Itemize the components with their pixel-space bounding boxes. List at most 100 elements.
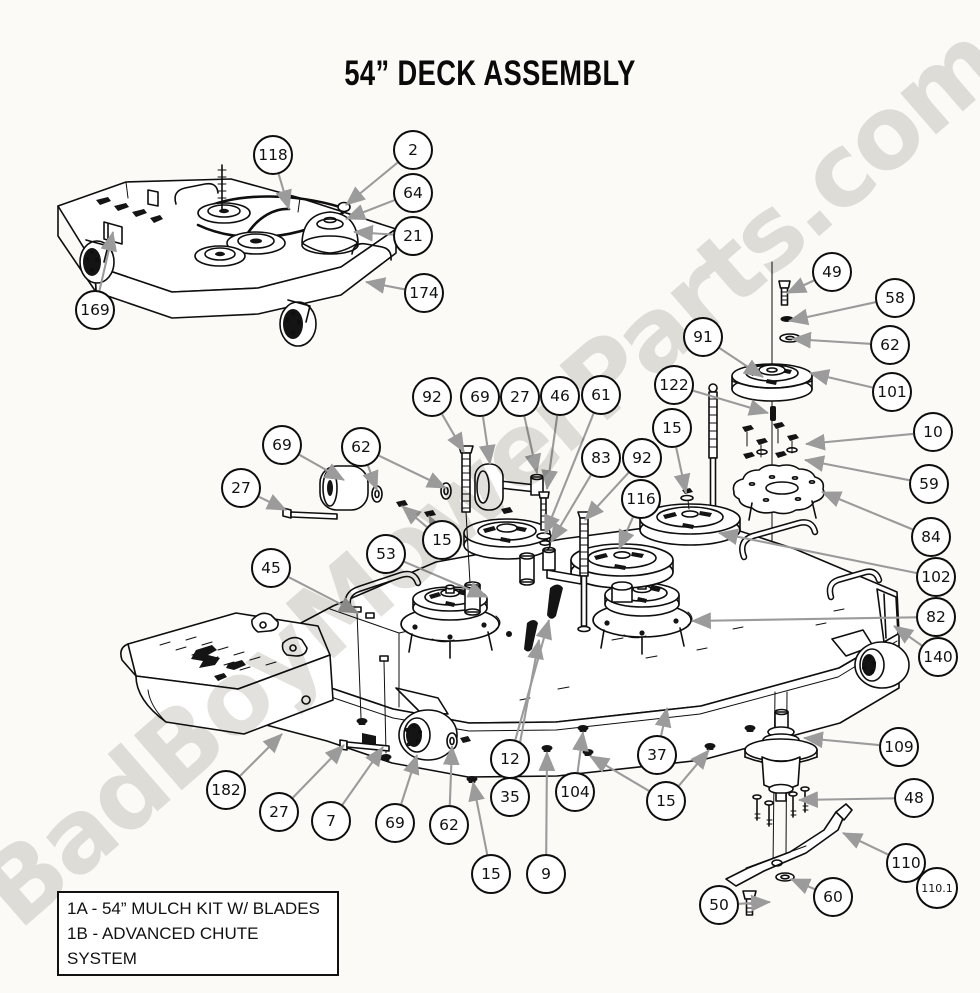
leader-arrow-69: [400, 754, 420, 805]
leader-arrow-15: [673, 447, 691, 495]
callout-122: 122: [654, 365, 694, 405]
callout-53: 53: [366, 534, 406, 574]
callout-59: 59: [909, 464, 949, 504]
leader-arrow-140: [893, 625, 923, 647]
callout-110.1: 110.1: [916, 867, 958, 909]
leader-arrow-9: [538, 750, 556, 855]
callout-69: 69: [460, 377, 500, 417]
deck-pulley-drawing: [570, 543, 674, 603]
leader-arrow-2: [345, 161, 399, 206]
callout-7: 7: [311, 801, 351, 841]
leader-arrow-15: [678, 749, 710, 787]
main-deck-drawing: [246, 445, 910, 867]
callout-50: 50: [699, 885, 739, 925]
leader-arrow-53: [403, 560, 488, 598]
leader-arrow-169: [98, 230, 117, 291]
callout-2: 2: [393, 130, 433, 170]
leader-arrow-27: [258, 494, 287, 511]
leader-arrow-7: [341, 746, 384, 806]
leader-arrow-59: [803, 455, 910, 482]
leader-arrow-102: [717, 528, 917, 575]
callout-46: 46: [540, 376, 580, 416]
callout-48: 48: [894, 778, 934, 818]
leader-arrow-110: [842, 832, 889, 856]
legend-box: 1A - 54” MULCH KIT W/ BLADES 1B - ADVANC…: [57, 891, 339, 976]
callout-58: 58: [875, 278, 915, 318]
leader-arrow-174: [364, 277, 405, 294]
callout-37: 37: [637, 735, 677, 775]
leader-arrow-69: [298, 453, 345, 481]
callout-60: 60: [813, 877, 853, 917]
leader-arrow-62: [442, 744, 460, 806]
leader-arrow-15: [468, 780, 489, 855]
leader-arrow-116: [618, 516, 635, 550]
callout-182: 182: [206, 770, 246, 810]
callout-104: 104: [555, 772, 595, 812]
callout-15: 15: [652, 408, 692, 448]
callout-62-2: 62: [341, 427, 381, 467]
leader-arrow-58: [787, 301, 876, 326]
leader-arrow-49: [786, 277, 815, 294]
leader-arrow-82: [690, 612, 917, 630]
callout-21: 21: [393, 216, 433, 256]
leader-arrow-27: [292, 744, 345, 799]
callout-27: 27: [500, 377, 540, 417]
leader-arrow-62: [378, 454, 447, 489]
leader-arrow-109: [802, 731, 880, 749]
leader-arrow-92: [584, 471, 630, 521]
callout-45: 45: [251, 548, 291, 588]
callout-92: 92: [412, 377, 452, 417]
callout-102: 102: [916, 557, 956, 597]
leader-arrow-48: [797, 791, 895, 809]
callout-62-3: 62: [429, 805, 469, 845]
leader-arrow-46: [541, 415, 559, 491]
callout-83: 83: [581, 438, 621, 478]
callout-27-3: 27: [259, 792, 299, 832]
callout-62: 62: [870, 325, 910, 365]
callout-15-3: 15: [646, 781, 686, 821]
leader-arrow-83: [550, 474, 592, 543]
leader-arrow-62: [362, 465, 379, 491]
page-title: 54” DECK ASSEMBLY: [344, 54, 636, 93]
leader-arrow-21: [352, 224, 394, 242]
callout-69-3: 69: [375, 803, 415, 843]
callout-27-2: 27: [221, 468, 261, 508]
leader-arrow-45: [288, 576, 359, 614]
callout-64: 64: [393, 173, 433, 213]
leader-arrow-10: [804, 432, 914, 451]
callout-15-2: 15: [422, 520, 462, 560]
callout-84: 84: [911, 517, 951, 557]
leader-arrow-15: [401, 505, 428, 528]
leader-arrow-92: [441, 413, 465, 453]
leader-arrow-122: [692, 389, 770, 416]
callout-35: 35: [490, 777, 530, 817]
legend-line-chute-system: 1B - ADVANCED CHUTE SYSTEM: [67, 924, 259, 968]
callout-12: 12: [490, 739, 530, 779]
blade-spindle-drawing: [725, 708, 853, 916]
callout-15-4: 15: [471, 854, 511, 894]
callout-91: 91: [683, 317, 723, 357]
callout-49: 49: [812, 252, 852, 292]
callout-116: 116: [621, 479, 661, 519]
callout-92-2: 92: [622, 438, 662, 478]
callout-61: 61: [581, 375, 621, 415]
callout-174: 174: [404, 273, 444, 313]
callout-110: 110: [886, 843, 926, 883]
leader-arrow-64: [345, 199, 395, 220]
leader-arrow-91: [719, 347, 764, 378]
leader-arrow-101: [808, 369, 873, 389]
leader-arrow-27: [523, 416, 542, 475]
callout-109: 109: [879, 727, 919, 767]
callout-169: 169: [75, 290, 115, 330]
blade-drawing: [725, 803, 853, 887]
callout-101: 101: [872, 372, 912, 412]
mini-deck-drawing: [57, 164, 397, 347]
leader-arrow-104: [572, 730, 589, 773]
callout-10: 10: [913, 412, 953, 452]
leader-arrow-61: [544, 413, 595, 535]
callout-118: 118: [253, 135, 293, 175]
leader-arrow-50: [738, 894, 772, 912]
leader-arrow-62: [790, 331, 871, 349]
leader-arrow-118: [275, 173, 292, 211]
